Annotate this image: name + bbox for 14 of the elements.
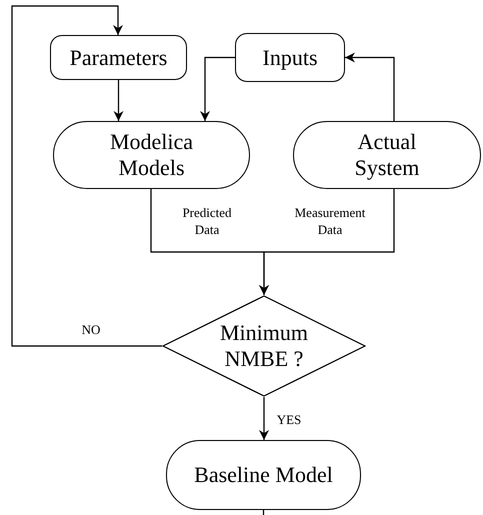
process-box (50, 35, 187, 80)
arrow (11, 5, 162, 347)
arrow (259, 397, 269, 440)
arrow (259, 189, 395, 295)
node-label: Actual System (354, 129, 420, 181)
arrow (200, 56, 235, 121)
node-label: Inputs (262, 44, 318, 70)
node-label: Modelica Models (108, 129, 194, 181)
arrow (114, 80, 124, 121)
node-label: Parameters (68, 44, 168, 70)
process-box (235, 33, 345, 82)
node-label: Baseline Model (193, 462, 334, 488)
arrow (345, 52, 395, 121)
node-label: Minimum NMBE ? (218, 320, 309, 372)
